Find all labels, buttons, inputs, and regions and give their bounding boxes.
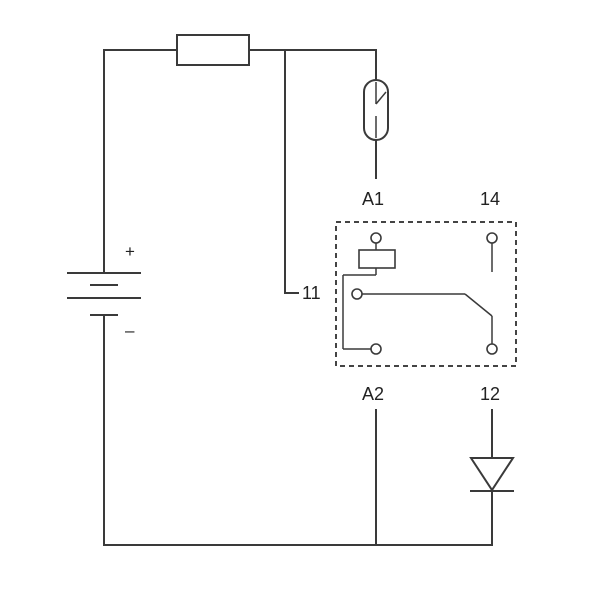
circuit-wiring	[103, 49, 493, 546]
relay-housing	[335, 221, 517, 367]
battery	[67, 242, 141, 316]
minus-sign: –	[125, 321, 135, 340]
plus-sign: +	[125, 242, 135, 261]
reed-switch	[363, 79, 389, 141]
resistor	[176, 34, 250, 66]
label-14: 14	[480, 189, 500, 209]
label-a2: A2	[362, 384, 384, 404]
label-11: 11	[302, 283, 321, 303]
label-12: 12	[480, 384, 500, 404]
relay-internals	[342, 232, 498, 355]
diode	[469, 457, 515, 492]
label-a1: A1	[362, 189, 384, 209]
